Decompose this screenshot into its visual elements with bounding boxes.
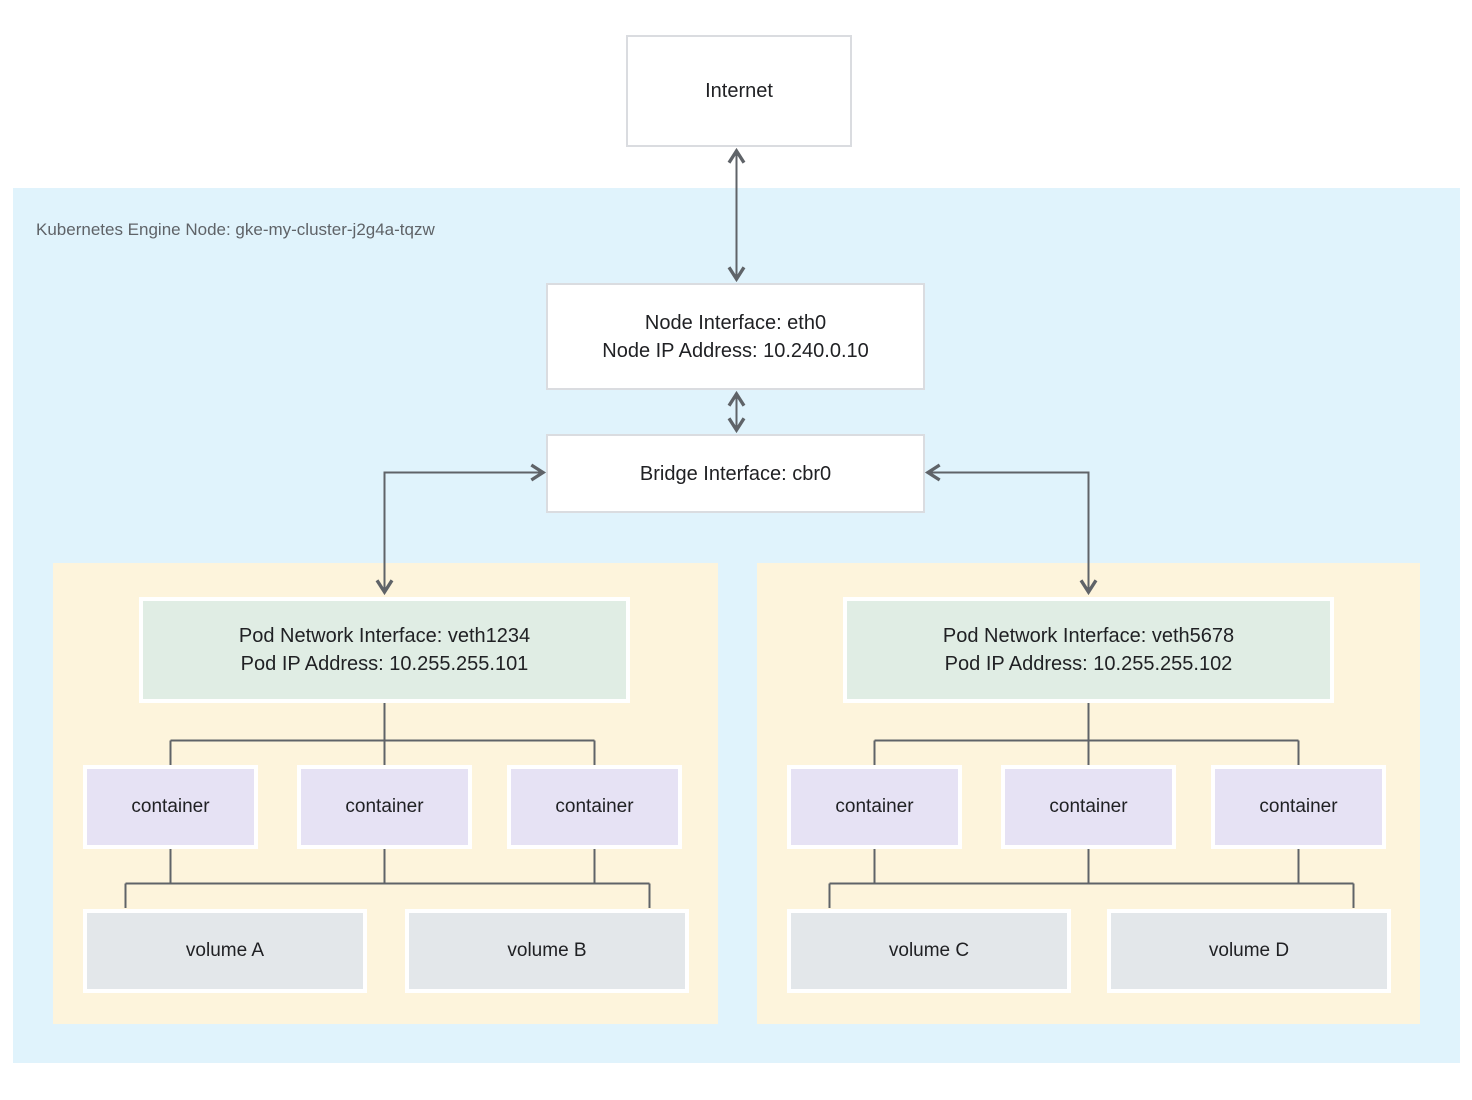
pod1-container-1-box: container — [83, 765, 258, 849]
node-ip-line: Node IP Address: 10.240.0.10 — [602, 339, 869, 362]
pod2-volume-c-box: volume C — [787, 909, 1071, 993]
pod1-ip-line: Pod IP Address: 10.255.255.101 — [240, 653, 529, 675]
pod2-interface-line: Pod Network Interface: veth5678 — [942, 625, 1235, 647]
volume-label: volume B — [507, 940, 587, 961]
bridge-interface-box: Bridge Interface: cbr0 — [546, 434, 925, 513]
volume-label: volume C — [888, 940, 970, 961]
bridge-interface-label: Bridge Interface: cbr0 — [639, 462, 832, 485]
pod1-volume-a-box: volume A — [83, 909, 367, 993]
volume-label: volume D — [1208, 940, 1290, 961]
pod2-volume-d-box: volume D — [1107, 909, 1391, 993]
container-label: container — [1049, 796, 1128, 817]
pod1-network-interface-box: Pod Network Interface: veth1234 Pod IP A… — [139, 597, 630, 703]
pod2-container-3-box: container — [1211, 765, 1386, 849]
pod2-ip-line: Pod IP Address: 10.255.255.102 — [944, 653, 1233, 675]
pod2-container-2-box: container — [1001, 765, 1176, 849]
container-label: container — [1259, 796, 1338, 817]
pod1-interface-line: Pod Network Interface: veth1234 — [238, 625, 531, 647]
container-label: container — [555, 796, 634, 817]
kubernetes-node-boundary-label: Kubernetes Engine Node: gke-my-cluster-j… — [36, 220, 435, 239]
pod2-network-interface-box: Pod Network Interface: veth5678 Pod IP A… — [843, 597, 1334, 703]
node-interface-line: Node Interface: eth0 — [644, 311, 827, 334]
pod1-volume-b-box: volume B — [405, 909, 689, 993]
pod1-container-3-box: container — [507, 765, 682, 849]
container-label: container — [345, 796, 424, 817]
internet-label: Internet — [705, 80, 773, 102]
volume-label: volume A — [185, 940, 265, 961]
container-label: container — [835, 796, 914, 817]
container-label: container — [131, 796, 210, 817]
pod1-container-2-box: container — [297, 765, 472, 849]
internet-box: Internet — [626, 35, 852, 147]
node-interface-box: Node Interface: eth0 Node IP Address: 10… — [546, 283, 925, 390]
pod2-container-1-box: container — [787, 765, 962, 849]
